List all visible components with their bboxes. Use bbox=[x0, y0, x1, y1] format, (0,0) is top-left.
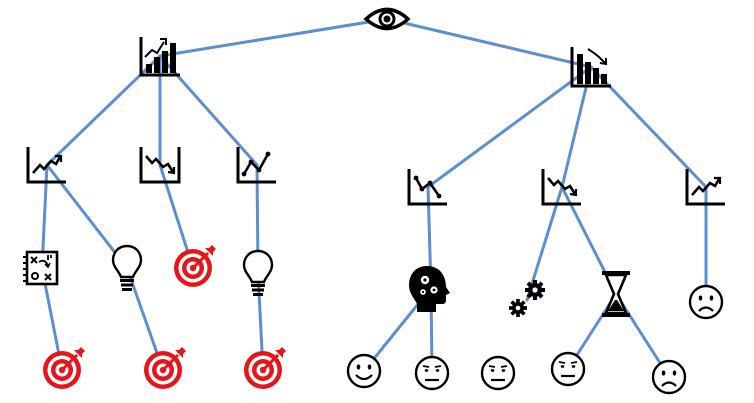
smiley-face-icon bbox=[346, 353, 382, 389]
nodes-layer bbox=[23, 7, 727, 395]
lightbulb-icon bbox=[111, 244, 143, 293]
strategy-board-icon bbox=[23, 250, 59, 286]
line-chart-falling-icon bbox=[541, 167, 583, 206]
edge-down-r1 bbox=[426, 65, 593, 189]
neutral-face-icon bbox=[480, 355, 516, 391]
edge-r2-gears bbox=[525, 185, 564, 302]
sad-face-icon bbox=[651, 359, 687, 395]
target-icon bbox=[172, 243, 218, 289]
line-chart-zigzag-down-icon bbox=[407, 167, 449, 206]
edge-root-down bbox=[385, 17, 593, 69]
eye-icon bbox=[363, 7, 411, 31]
bar-chart-down-icon bbox=[570, 47, 611, 88]
target-icon bbox=[41, 345, 87, 391]
head-gears-icon bbox=[409, 266, 450, 312]
neutral-face-icon bbox=[414, 355, 450, 391]
line-chart-rising-icon bbox=[26, 145, 68, 184]
lightbulb-icon bbox=[242, 249, 274, 298]
line-chart-falling-icon bbox=[139, 147, 181, 184]
target-icon bbox=[242, 345, 288, 391]
target-icon bbox=[142, 345, 188, 391]
sad-face-icon bbox=[688, 284, 724, 320]
neutral-face-icon bbox=[550, 351, 586, 387]
line-chart-zigzag-up-icon bbox=[236, 145, 278, 184]
edge-up-l1 bbox=[45, 54, 162, 167]
line-chart-rising-icon bbox=[685, 167, 727, 206]
bar-chart-up-icon bbox=[139, 37, 180, 77]
gears-icon bbox=[509, 280, 545, 317]
hourglass-icon bbox=[602, 271, 630, 317]
edge-root-up bbox=[158, 17, 389, 58]
